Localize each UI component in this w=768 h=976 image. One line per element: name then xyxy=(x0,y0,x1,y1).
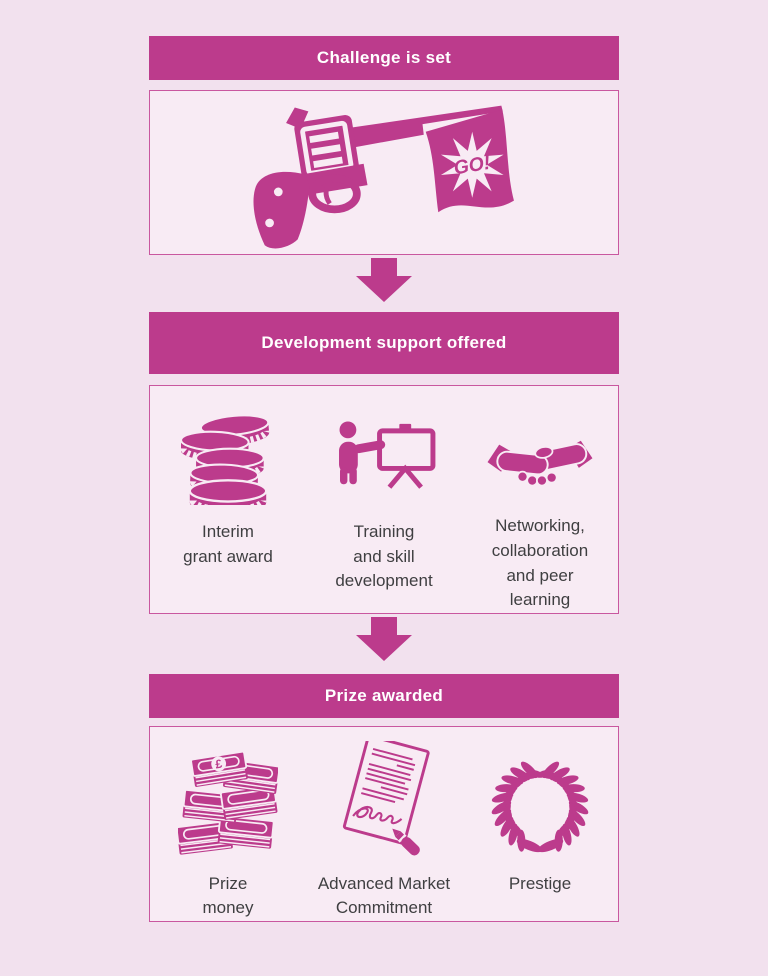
support-item-networking: Networking, collaboration and peer learn… xyxy=(462,413,618,613)
support-item-interim-grant: Interim grant award xyxy=(150,413,306,613)
presentation-training-icon xyxy=(339,421,436,489)
prize-item-money: £ Prize money xyxy=(150,739,306,921)
handshake-icon xyxy=(487,441,593,487)
flow-arrow xyxy=(149,258,619,302)
coin-stack-icon xyxy=(181,413,275,505)
prize-awarded-panel: £ Prize money xyxy=(149,726,619,922)
down-arrow-icon xyxy=(356,617,412,661)
support-label-training: Training and skill development xyxy=(335,522,433,591)
laurel-wreath-icon xyxy=(487,754,593,856)
pound-symbol: £ xyxy=(214,756,223,771)
support-item-training: Training and skill development xyxy=(306,413,462,613)
challenge-panel: GO! xyxy=(149,90,619,255)
money-stack-icon: £ xyxy=(178,750,278,856)
prize-item-prestige: Prestige xyxy=(462,739,618,921)
development-support-panel: Interim grant award Training and skill d… xyxy=(149,385,619,614)
prize-label-prestige: Prestige xyxy=(508,874,572,893)
down-arrow-icon xyxy=(356,258,412,302)
support-label-networking: Networking, collaboration and peer learn… xyxy=(491,516,589,610)
prize-label-money: Prize money xyxy=(202,873,254,918)
signed-contract-icon xyxy=(342,740,430,856)
prize-item-amc: Advanced Market Commitment xyxy=(306,739,462,921)
process-flow-diagram: Challenge is set xyxy=(149,0,619,922)
support-label-interim-grant: Interim grant award xyxy=(183,522,273,566)
section-header-development-support: Development support offered xyxy=(149,312,619,374)
section-header-challenge: Challenge is set xyxy=(149,36,619,80)
prize-label-amc: Advanced Market Commitment xyxy=(317,873,451,918)
starting-pistol-icon: GO! xyxy=(253,105,514,248)
section-header-prize-awarded: Prize awarded xyxy=(149,674,619,718)
flow-arrow xyxy=(149,617,619,661)
